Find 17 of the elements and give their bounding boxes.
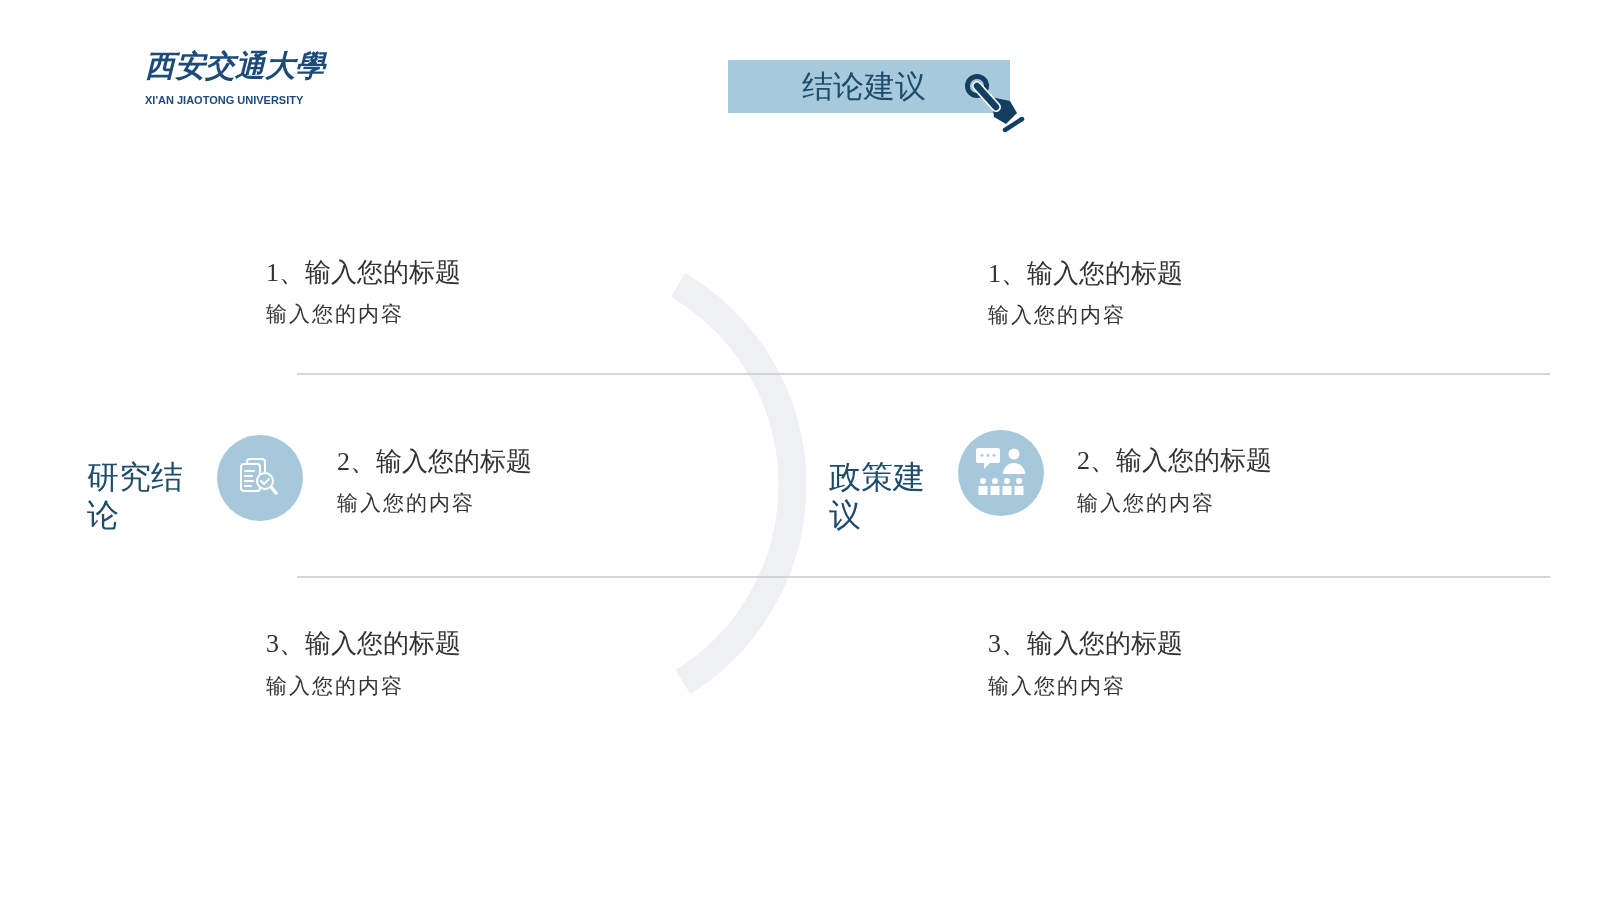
section-heading: 政策建议	[829, 458, 926, 534]
item-text: 输入您的内容	[337, 491, 475, 516]
item-text: 输入您的内容	[266, 674, 404, 699]
university-name-latin: XI'AN JIAOTONG UNIVERSITY	[145, 94, 304, 107]
item-text: 输入您的内容	[988, 674, 1126, 699]
item-text: 输入您的内容	[266, 302, 404, 327]
university-name: 西安交通大學	[145, 48, 325, 84]
item-title: 1、输入您的标题	[988, 258, 1183, 289]
section-heading: 研究结论	[87, 458, 184, 534]
item-title: 3、输入您的标题	[988, 628, 1183, 659]
item-text: 输入您的内容	[1077, 491, 1215, 516]
item-text: 输入您的内容	[988, 303, 1126, 328]
title-banner: 结论建议	[728, 60, 1010, 113]
item-title: 2、输入您的标题	[1077, 445, 1272, 476]
item-title: 1、输入您的标题	[266, 257, 461, 288]
item-title: 3、输入您的标题	[266, 628, 461, 659]
item-title: 2、输入您的标题	[337, 446, 532, 477]
